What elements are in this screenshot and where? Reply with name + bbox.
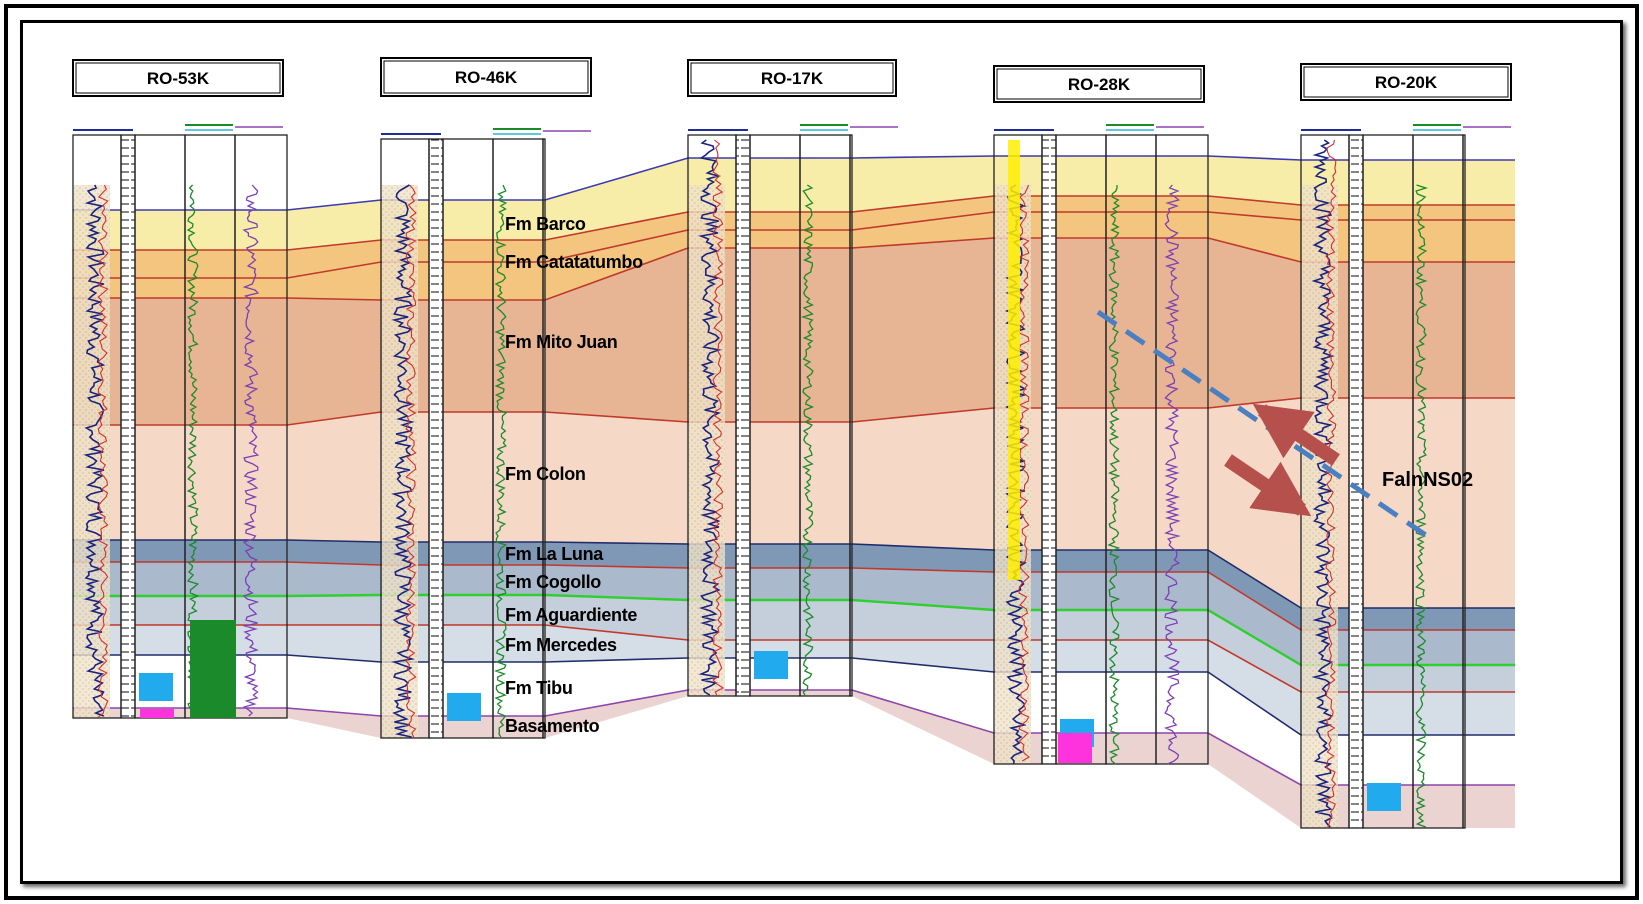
well-name: RO-20K (1375, 73, 1438, 92)
well-title-inner-border (996, 68, 1202, 100)
formation-top-line (73, 211, 1515, 279)
formation-label: Fm Mercedes (505, 635, 617, 655)
gamma-ray-curve (391, 184, 415, 738)
well-title-ro-17k: RO-17K (687, 59, 897, 97)
formation-label: Fm La Luna (505, 544, 604, 564)
depth-track (121, 135, 135, 718)
well-title-box (993, 65, 1205, 103)
well-title-box (72, 59, 284, 97)
fault-arrow-down (1224, 454, 1312, 517)
well-title-box (687, 59, 897, 97)
formation-top-line (73, 155, 1515, 211)
log-track (849, 134, 853, 697)
well-log-ro-46k (380, 128, 591, 739)
well-titles: RO-53K RO-46K RO-17K RO-28K RO-20K (72, 57, 1512, 103)
log-track (542, 138, 546, 739)
formation-bands (73, 156, 1515, 828)
well-log-ro-53k (72, 124, 288, 719)
basement-marker (1058, 733, 1092, 763)
depth-track (429, 139, 443, 738)
log-fill-block (190, 620, 236, 718)
well-title-inner-border (75, 62, 281, 94)
depth-track (1042, 135, 1056, 764)
formation-top-line (73, 689, 1515, 786)
basement-marker (140, 709, 174, 718)
resistivity-curve (1018, 184, 1030, 762)
density-curve (1163, 184, 1181, 765)
formation-label: Fm Mito Juan (505, 332, 617, 352)
resistivity-curve (97, 184, 109, 718)
well-title-ro-28k: RO-28K (993, 65, 1205, 103)
well-name: RO-28K (1068, 75, 1131, 94)
well-name: RO-46K (455, 68, 518, 87)
resistivity-curve (712, 139, 725, 697)
formation-label: Fm Aguardiente (505, 605, 637, 625)
formation-label: Fm Cogollo (505, 572, 601, 592)
density-curve (242, 184, 260, 717)
well-title-ro-53k: RO-53K (72, 59, 284, 97)
depth-track (1349, 135, 1363, 828)
formation-label: Basamento (505, 716, 600, 736)
depth-track (736, 135, 750, 696)
well-logs (72, 124, 1511, 829)
well-title-ro-46k: RO-46K (380, 57, 592, 97)
formation-top-line (73, 539, 1515, 609)
core-interval-marker (447, 693, 481, 721)
fault-annotation: FalnNS02 (1096, 309, 1473, 541)
core-interval-marker (754, 651, 788, 679)
fault-label: FalnNS02 (1382, 469, 1473, 491)
lithology-track (382, 185, 418, 738)
gamma-ray-curve (698, 139, 722, 696)
formation-top-line (73, 593, 1515, 667)
formation-top-line (73, 561, 1515, 631)
formation-label: Fm Tibu (505, 678, 573, 698)
neutron-curve (1414, 184, 1429, 828)
neutron-curve (494, 184, 508, 738)
well-title-inner-border (383, 60, 589, 94)
core-interval-marker (1367, 783, 1401, 811)
well-title-inner-border (690, 62, 894, 94)
log-track (1155, 134, 1209, 765)
formation-top-line (73, 624, 1515, 693)
log-track (1462, 134, 1466, 829)
well-title-inner-border (1303, 66, 1509, 98)
formation-top-line (73, 237, 1515, 301)
well-name: RO-17K (761, 69, 824, 88)
resistivity-curve (405, 184, 417, 738)
gamma-ray-curve (83, 184, 107, 717)
well-title-ro-20k: RO-20K (1300, 63, 1512, 101)
lithology-track (689, 185, 725, 696)
formation-label: Fm Catatatumbo (505, 252, 643, 272)
log-track (234, 134, 288, 719)
well-title-box (1300, 63, 1512, 101)
resistivity-curve (1325, 139, 1337, 829)
well-log-ro-17k (687, 124, 898, 697)
formation-label: Fm Colon (505, 464, 586, 484)
formation-top-line (73, 195, 1515, 251)
fault-arrow-up (1252, 403, 1340, 466)
formation-labels: Fm Barco Fm Catatatumbo Fm Mito Juan Fm Col… (505, 214, 643, 736)
core-interval-marker (139, 673, 173, 701)
well-log-ro-28k (993, 124, 1209, 765)
gamma-ray-curve (1311, 139, 1335, 828)
neutron-curve (800, 184, 815, 696)
well-log-ro-20k (1300, 124, 1511, 829)
well-name: RO-53K (147, 69, 210, 88)
formation-top-line (73, 397, 1515, 426)
well-title-box (380, 57, 592, 97)
formation-label: Fm Barco (505, 214, 586, 234)
neutron-curve (1107, 185, 1121, 765)
highlight-fill (1008, 140, 1020, 580)
